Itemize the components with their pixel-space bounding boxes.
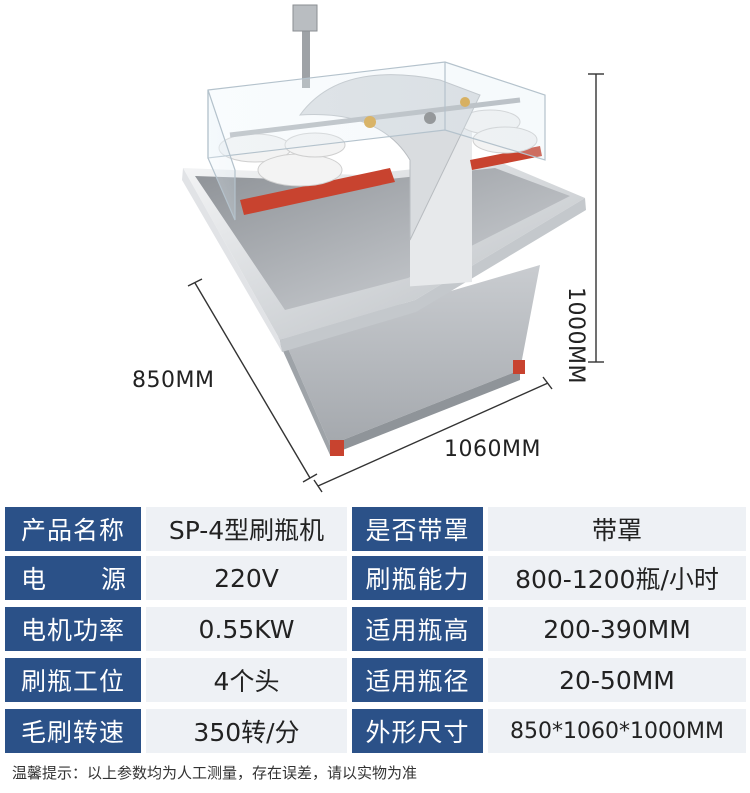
spec-value: 850*1060*1000MM bbox=[488, 709, 746, 753]
spec-value: 220V bbox=[146, 556, 347, 600]
spec-label: 毛刷转速 bbox=[5, 709, 141, 753]
spec-label: 外形尺寸 bbox=[352, 709, 483, 753]
spec-value: 0.55KW bbox=[146, 607, 347, 651]
spec-value: 4个头 bbox=[146, 658, 347, 702]
product-machine-illustration bbox=[182, 4, 604, 493]
spec-label: 适用瓶径 bbox=[352, 658, 483, 702]
cabinet-base bbox=[278, 265, 540, 456]
spec-row: 电机功率 0.55KW 适用瓶高 200-390MM bbox=[5, 607, 746, 651]
motor bbox=[292, 4, 318, 88]
spec-label: 刷瓶工位 bbox=[5, 658, 141, 702]
spec-value: 20-50MM bbox=[488, 658, 746, 702]
glass-cover bbox=[207, 61, 546, 221]
spec-label-part: 源 bbox=[100, 565, 127, 594]
spec-row: 电 源 220V 刷瓶能力 800-1200瓶/小时 bbox=[5, 556, 746, 600]
spec-label: 产品名称 bbox=[5, 507, 141, 551]
length-dimension-label: 1060MM bbox=[444, 437, 541, 462]
spec-label-part: 电 bbox=[21, 565, 48, 594]
spec-value: 200-390MM bbox=[488, 607, 746, 651]
spec-value: 带罩 bbox=[488, 507, 746, 551]
spec-value: 350转/分 bbox=[146, 709, 347, 753]
spec-value: SP-4型刷瓶机 bbox=[146, 507, 347, 551]
spec-label: 电 源 bbox=[5, 556, 141, 600]
height-dimension-label: 1000MM bbox=[563, 287, 588, 384]
footnote: 温馨提示：以上参数均为人工测量，存在误差，请以实物为准 bbox=[12, 764, 418, 782]
spec-table: 产品名称 SP-4型刷瓶机 是否带罩 带罩 电 源 220V 刷瓶能力 800-… bbox=[5, 507, 746, 757]
width-dimension-label: 850MM bbox=[132, 368, 215, 393]
dimension-lines bbox=[187, 73, 604, 493]
spec-value: 800-1200瓶/小时 bbox=[488, 556, 746, 600]
spec-row: 刷瓶工位 4个头 适用瓶径 20-50MM bbox=[5, 658, 746, 702]
spec-label: 电机功率 bbox=[5, 607, 141, 651]
spec-row: 产品名称 SP-4型刷瓶机 是否带罩 带罩 bbox=[5, 507, 746, 551]
spec-label: 刷瓶能力 bbox=[352, 556, 483, 600]
spec-label: 适用瓶高 bbox=[352, 607, 483, 651]
spec-row: 毛刷转速 350转/分 外形尺寸 850*1060*1000MM bbox=[5, 709, 746, 753]
spec-label: 是否带罩 bbox=[352, 507, 483, 551]
